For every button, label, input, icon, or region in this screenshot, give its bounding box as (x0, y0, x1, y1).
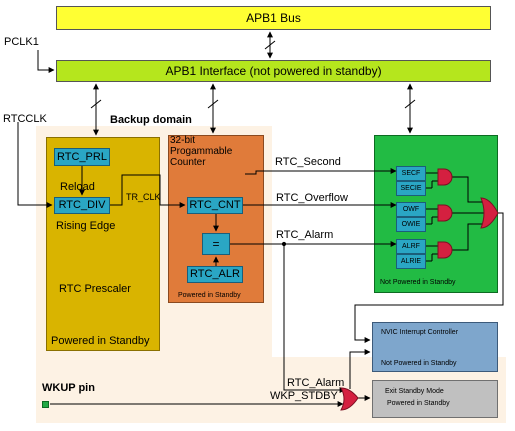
rtc-second-label: RTC_Second (275, 156, 341, 168)
pclk1-label: PCLK1 (4, 36, 39, 48)
rtcclk-label: RTCCLK (3, 113, 47, 125)
apb1-bus (56, 6, 491, 30)
counter-title-line2: Progammable (170, 146, 233, 157)
secf-register: SECF (396, 166, 426, 181)
secie-register: SECIE (396, 181, 426, 196)
exit-standby-block (372, 380, 498, 418)
nvic-block (372, 322, 498, 372)
wkup-pin-square (42, 401, 49, 408)
apb1-interface-label: APB1 Interface (not powered in standby) (165, 64, 382, 78)
flags-power-label: Not Powered in Standby (380, 279, 456, 286)
nvic-power-label: Not Powered in Standby (381, 360, 457, 367)
tr-clk-label: TR_CLK (126, 192, 161, 202)
counter-title-line1: 32-bit (170, 135, 196, 146)
rtc-prl-register: RTC_PRL (54, 148, 110, 166)
rising-edge-label: Rising Edge (56, 220, 116, 232)
rtc-prescaler-title: RTC Prescaler (59, 283, 131, 295)
rtc-alarm-label: RTC_Alarm (276, 229, 334, 241)
rtc-div-register: RTC_DIV (54, 197, 110, 214)
exit-standby-title: Exit Standby Mode (385, 388, 444, 395)
nvic-title: NVIC Interrupt Controller (381, 329, 459, 336)
flags-block (374, 135, 498, 293)
rtc-cnt-register: RTC_CNT (187, 197, 243, 214)
backup-domain-title: Backup domain (110, 114, 192, 126)
owf-register: OWF (396, 202, 426, 217)
rtc-alr-register: RTC_ALR (187, 266, 243, 283)
apb1-bus-label: APB1 Bus (246, 11, 301, 25)
rtc-alarm-standby-label: RTC_Alarm (287, 377, 345, 389)
comparator: = (202, 233, 230, 255)
wkup-pin-label: WKUP pin (42, 382, 95, 394)
counter-title-line3: Counter (170, 157, 206, 168)
rtc-overflow-label: RTC_Overflow (276, 192, 348, 204)
wkp-stdby-label: WKP_STDBY (270, 390, 338, 402)
counter-power-label: Powered in Standby (178, 292, 241, 299)
alrie-register: ALRIE (396, 254, 426, 269)
alrf-register: ALRF (396, 239, 426, 254)
rtc-prescaler-block (46, 137, 160, 351)
owie-register: OWIE (396, 217, 426, 232)
apb1-interface (56, 60, 491, 82)
reload-label: Reload (60, 181, 95, 193)
prescaler-power-label: Powered in Standby (51, 335, 150, 347)
exit-standby-power-label: Powered in Standby (387, 400, 450, 407)
